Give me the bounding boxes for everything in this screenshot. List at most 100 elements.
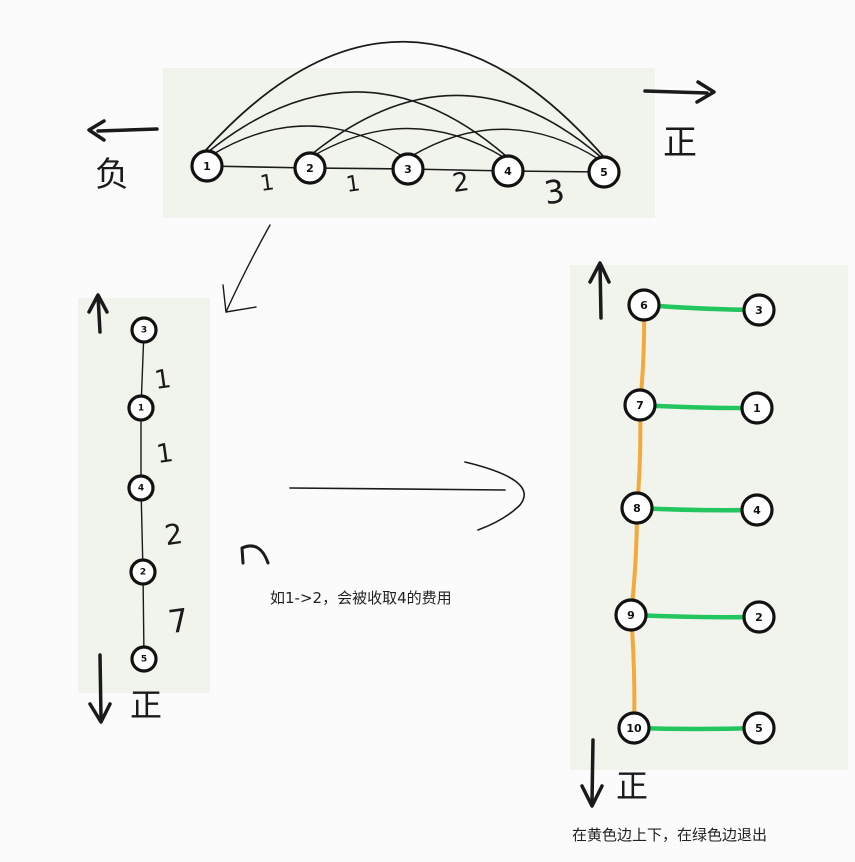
top-node-label: 2 <box>306 162 314 175</box>
right-leaf-node-circle <box>742 293 776 327</box>
top-node-label: 5 <box>600 166 608 179</box>
green-edge <box>631 725 762 732</box>
top-left-arrow <box>87 119 159 142</box>
left-chain-node-label: 1 <box>138 404 144 414</box>
top-edge-weight: 1 <box>258 170 275 197</box>
left-bottom-label: 正 <box>130 686 162 724</box>
left-down-arrowhead-icon <box>88 702 112 724</box>
left-chain-node-circle <box>130 645 158 673</box>
right-chain-node-label: 9 <box>627 609 635 622</box>
left-up-arrow <box>87 293 109 334</box>
top-right-label: 正 <box>663 123 697 163</box>
right-arrowhead-icon <box>695 80 716 104</box>
right-chain-node: 9 <box>614 598 648 632</box>
top-panel <box>163 68 655 218</box>
right-chain-node: 8 <box>620 491 654 525</box>
right-down-arrowhead-icon <box>580 784 604 808</box>
top-node-circle <box>587 155 621 189</box>
left-chain-node: 3 <box>130 316 158 344</box>
top-node-label: 1 <box>203 160 211 173</box>
transform-arrow-right <box>289 461 525 531</box>
right-leaf-node-label: 1 <box>753 402 761 415</box>
right-up-arrow-line <box>598 262 603 320</box>
transform-arrow-down <box>222 224 271 313</box>
right-arrow-shaft <box>289 487 506 491</box>
top-node: 1 <box>190 149 224 183</box>
right-leaf-node: 3 <box>742 293 776 327</box>
top-edge-weight: 2 <box>451 167 472 199</box>
right-chain-node: 7 <box>623 388 657 422</box>
left-chain-node-circle <box>129 558 157 586</box>
right-chain-node-label: 6 <box>640 299 648 312</box>
green-edge <box>628 612 762 620</box>
hook-arrow-icon <box>240 544 270 565</box>
right-leaf-node-label: 4 <box>753 504 761 517</box>
right-arrow-line <box>643 89 709 95</box>
right-leaf-node: 1 <box>740 391 774 425</box>
top-left-label: 负 <box>95 155 129 195</box>
arc-1-4 <box>207 91 507 157</box>
left-chain-node-circle <box>127 474 155 502</box>
left-chain-node-circle <box>127 394 155 422</box>
green-edge <box>634 505 760 513</box>
top-node: 5 <box>587 155 621 189</box>
left-chain-node-circle <box>130 316 158 344</box>
top-node: 4 <box>491 154 525 188</box>
right-down-arrow <box>580 738 604 808</box>
top-node-label: 4 <box>504 165 512 178</box>
down-arrowhead-icon <box>222 284 257 313</box>
right-leaf-node-label: 5 <box>755 722 763 735</box>
left-edge-weight: 1 <box>153 364 174 396</box>
up-arrowhead-icon <box>87 293 109 314</box>
right-leaf-node-circle <box>740 493 774 527</box>
right-bottom-label: 正 <box>616 767 648 805</box>
right-panel <box>570 265 848 770</box>
left-down-arrow <box>88 653 112 724</box>
right-chain-node-label: 10 <box>626 722 642 735</box>
top-node: 3 <box>391 152 425 186</box>
arc-1-3 <box>209 125 406 159</box>
right-chain-node-circle <box>623 388 657 422</box>
top-node-label: 3 <box>404 163 412 176</box>
right-leaf-node-label: 2 <box>755 611 763 624</box>
right-chain-node: 6 <box>627 288 661 322</box>
left-chain-node-label: 3 <box>141 326 147 336</box>
right-chain-node-circle <box>617 711 651 745</box>
left-chain-node: 4 <box>127 474 155 502</box>
arc-2-4 <box>312 127 506 159</box>
left-chain-node: 2 <box>129 558 157 586</box>
middle-caption: 如1->2，会被收取4的费用 <box>270 589 452 607</box>
up-arrow-line <box>96 294 102 334</box>
right-leaf-node: 5 <box>742 711 776 745</box>
down-arrow-line <box>98 653 103 720</box>
arc-1-5 <box>204 40 604 157</box>
right-down-arrow-line <box>590 738 595 804</box>
arc-2-5 <box>311 94 603 159</box>
right-leaf-node: 4 <box>740 493 774 527</box>
right-chain-node-label: 7 <box>636 399 644 412</box>
right-up-arrowhead-icon <box>588 261 611 284</box>
right-leaf-node: 2 <box>742 600 776 634</box>
left-chain-node-label: 5 <box>141 655 147 665</box>
top-node-circle <box>491 154 525 188</box>
left-chain-node: 1 <box>127 394 155 422</box>
right-chain-node-circle <box>620 491 654 525</box>
left-chain-node-label: 4 <box>138 484 144 494</box>
right-chain-node-label: 8 <box>633 502 641 515</box>
right-leaf-node-circle <box>742 711 776 745</box>
right-up-arrow <box>588 261 611 320</box>
left-arrow-line <box>96 127 159 133</box>
left-arrowhead-icon <box>87 119 106 142</box>
top-right-arrow <box>643 80 716 104</box>
right-arrowhead-icon <box>464 461 525 531</box>
top-edge-weight: 1 <box>344 171 361 198</box>
left-edge-weight: 2 <box>163 517 185 552</box>
arc-3-5 <box>409 128 601 161</box>
right-chain-node-circle <box>627 288 661 322</box>
down-arrow-shaft <box>225 224 271 313</box>
right-leaf-node-label: 3 <box>755 304 763 317</box>
right-leaf-node-circle <box>740 391 774 425</box>
